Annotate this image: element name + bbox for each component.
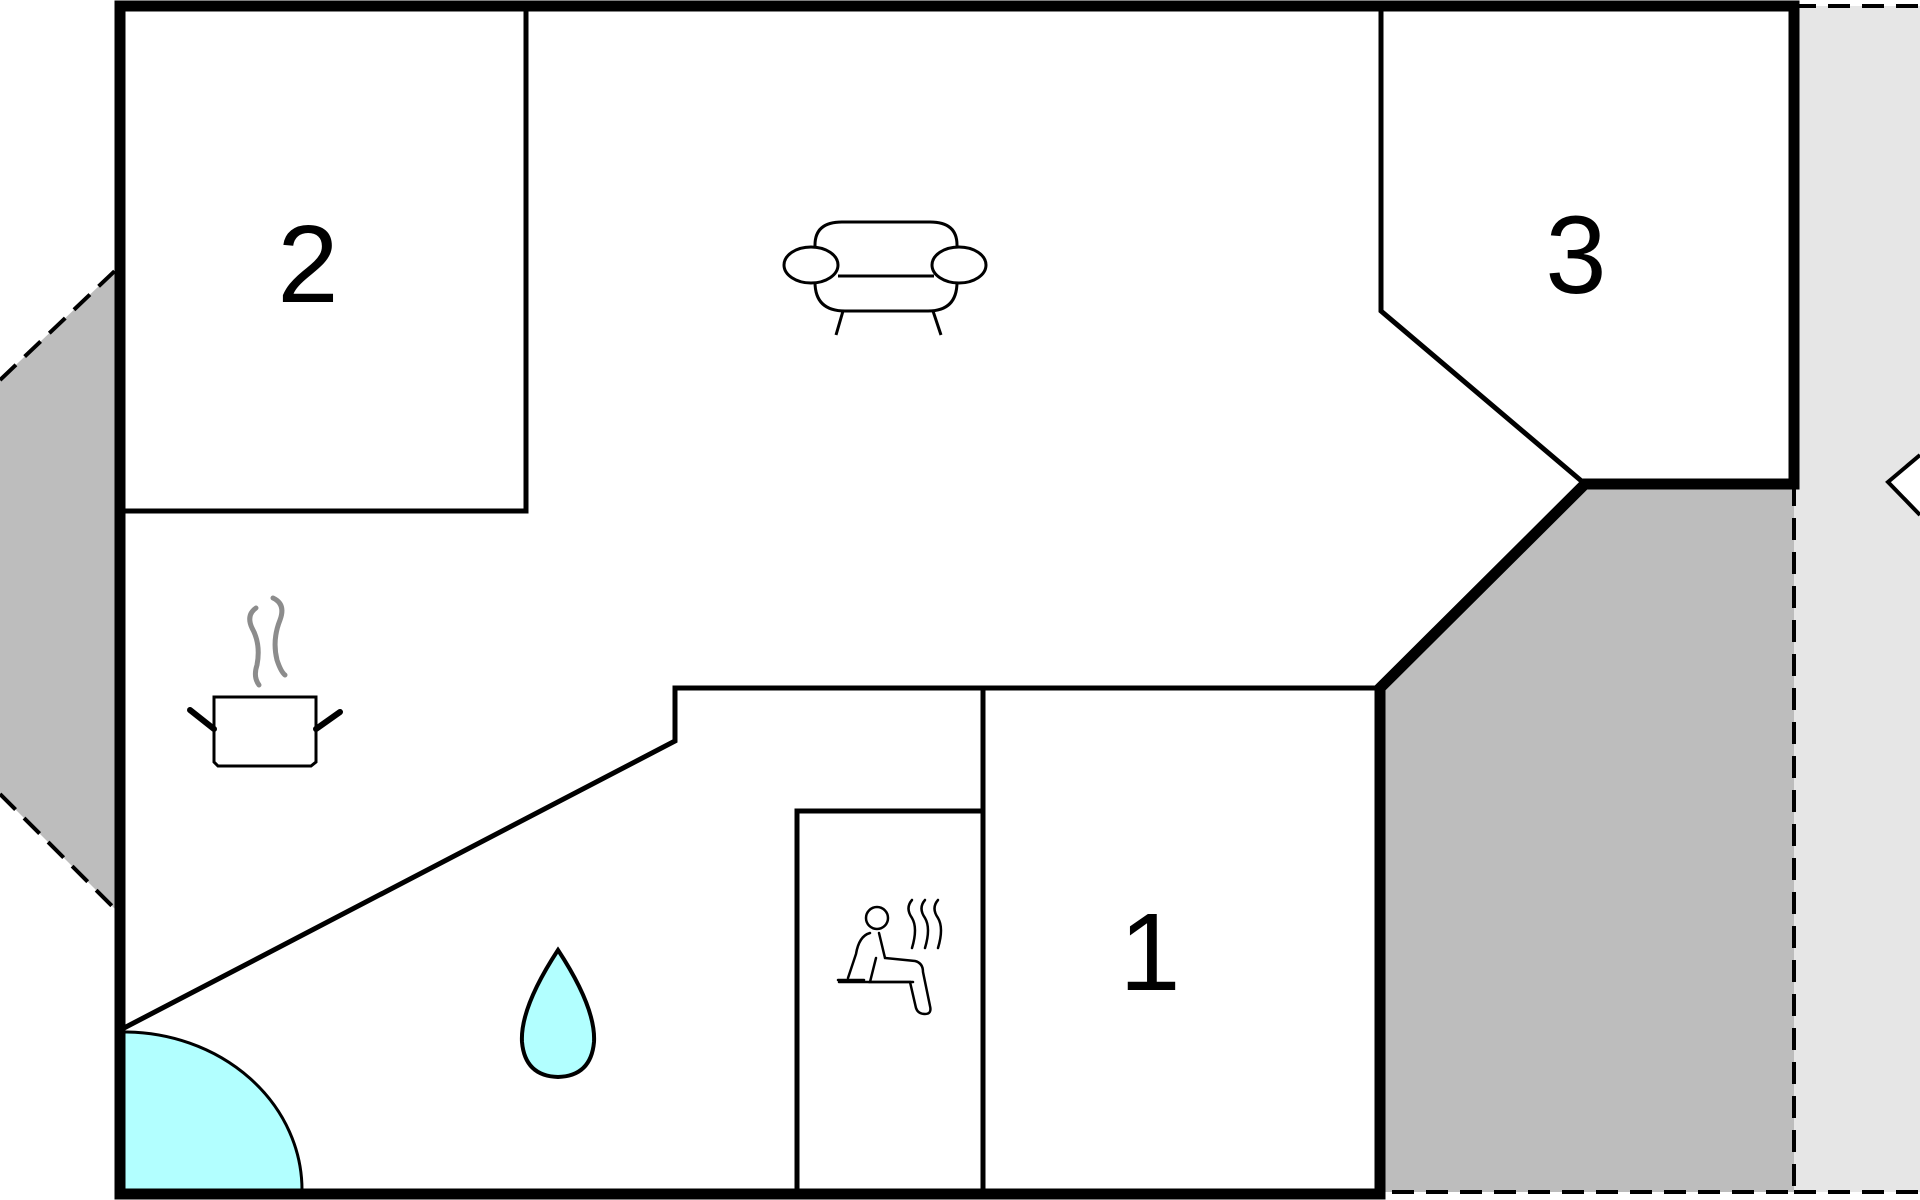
bathtub	[122, 1030, 304, 1192]
interior-walls	[120, 8, 1587, 1192]
room-3-label: 3	[1545, 194, 1606, 317]
water-drop-icon	[519, 946, 597, 1080]
terrace-right	[1380, 484, 1794, 1192]
room-1-label: 1	[1119, 891, 1180, 1014]
cooking-pot-icon	[187, 595, 343, 768]
terrace-left	[0, 266, 120, 914]
exterior-walls	[114, 0, 1800, 1200]
sauna-icon	[836, 898, 943, 1016]
sofa-icon	[782, 220, 988, 336]
outdoor-area-right	[1794, 6, 1920, 1192]
room-2-label: 2	[277, 203, 338, 326]
outdoor-arrow	[1885, 453, 1920, 517]
terrace-left-edge	[0, 264, 122, 916]
outdoor-area-edge	[1794, 4, 1920, 1194]
